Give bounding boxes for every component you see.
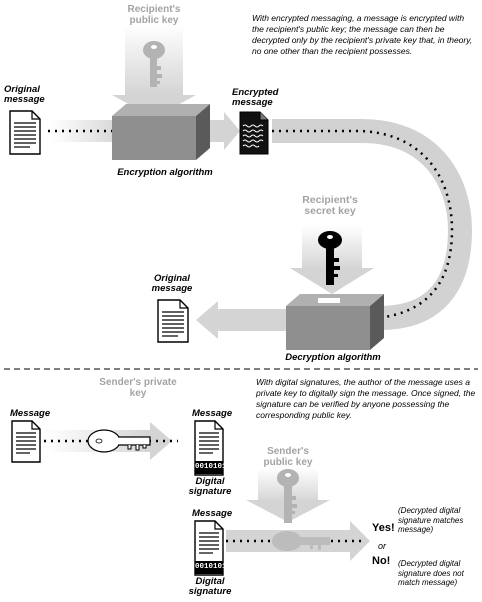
signed-message-label: Message	[192, 408, 233, 419]
curved-transport-path	[272, 119, 473, 330]
output-arrow-shaft	[214, 309, 286, 331]
verify-signature-bits: 0010101	[195, 563, 227, 571]
encrypted-arrow-head	[224, 112, 240, 150]
decryption-algorithm-label: Decryption algorithm	[285, 352, 381, 363]
verify-message-label: Message	[192, 508, 233, 519]
decrypting-key-icon	[272, 531, 330, 551]
recipient-public-key-label: Recipient's public key	[127, 4, 181, 26]
sender-private-key-icon	[87, 429, 151, 453]
signing-arrow-head	[150, 422, 172, 460]
sender-public-key-icon	[277, 469, 299, 523]
encryption-description: With encrypted messaging, a message is e…	[252, 13, 473, 56]
verification-or: or	[378, 541, 387, 551]
decrypted-message-document-icon	[157, 299, 189, 343]
encryption-algorithm-label: Encryption algorithm	[117, 167, 213, 178]
original-message-document-icon	[9, 110, 41, 155]
sender-public-key-label: Sender's public key	[263, 446, 313, 468]
decryption-algorithm-box	[286, 294, 384, 350]
signature-description: With digital signatures, the author of t…	[256, 377, 476, 420]
encrypted-message-label: Encrypted message	[232, 87, 279, 108]
recipient-secret-key-icon	[318, 231, 342, 285]
encryption-algorithm-box	[51, 104, 210, 160]
yes-note: (Decrypted digital signature matches mes…	[398, 506, 464, 534]
encrypted-message-document-icon	[239, 111, 269, 155]
no-note: (Decrypted digital signature does not ma…	[398, 559, 464, 587]
recipient-public-key-icon	[143, 41, 165, 87]
signed-message-document-icon	[194, 420, 224, 476]
output-arrow-head	[196, 301, 218, 339]
message-label: Message	[10, 408, 51, 419]
message-document-icon	[11, 420, 41, 463]
verify-message-document-icon	[194, 520, 224, 576]
verification-no: No!	[372, 555, 391, 567]
verify-digital-signature-label: Digital signature	[188, 576, 232, 597]
sender-private-key-label: Sender's private key	[99, 377, 177, 399]
recipient-secret-key-label: Recipient's secret key	[302, 194, 358, 217]
signature-bits: 0010101	[195, 463, 227, 471]
decrypted-original-message-label: Original message	[151, 273, 193, 294]
verification-yes: Yes!	[372, 522, 395, 534]
digital-signature-label: Digital signature	[188, 476, 232, 497]
input-arrow-shaft	[52, 120, 122, 142]
original-message-label: Original message	[4, 84, 45, 105]
